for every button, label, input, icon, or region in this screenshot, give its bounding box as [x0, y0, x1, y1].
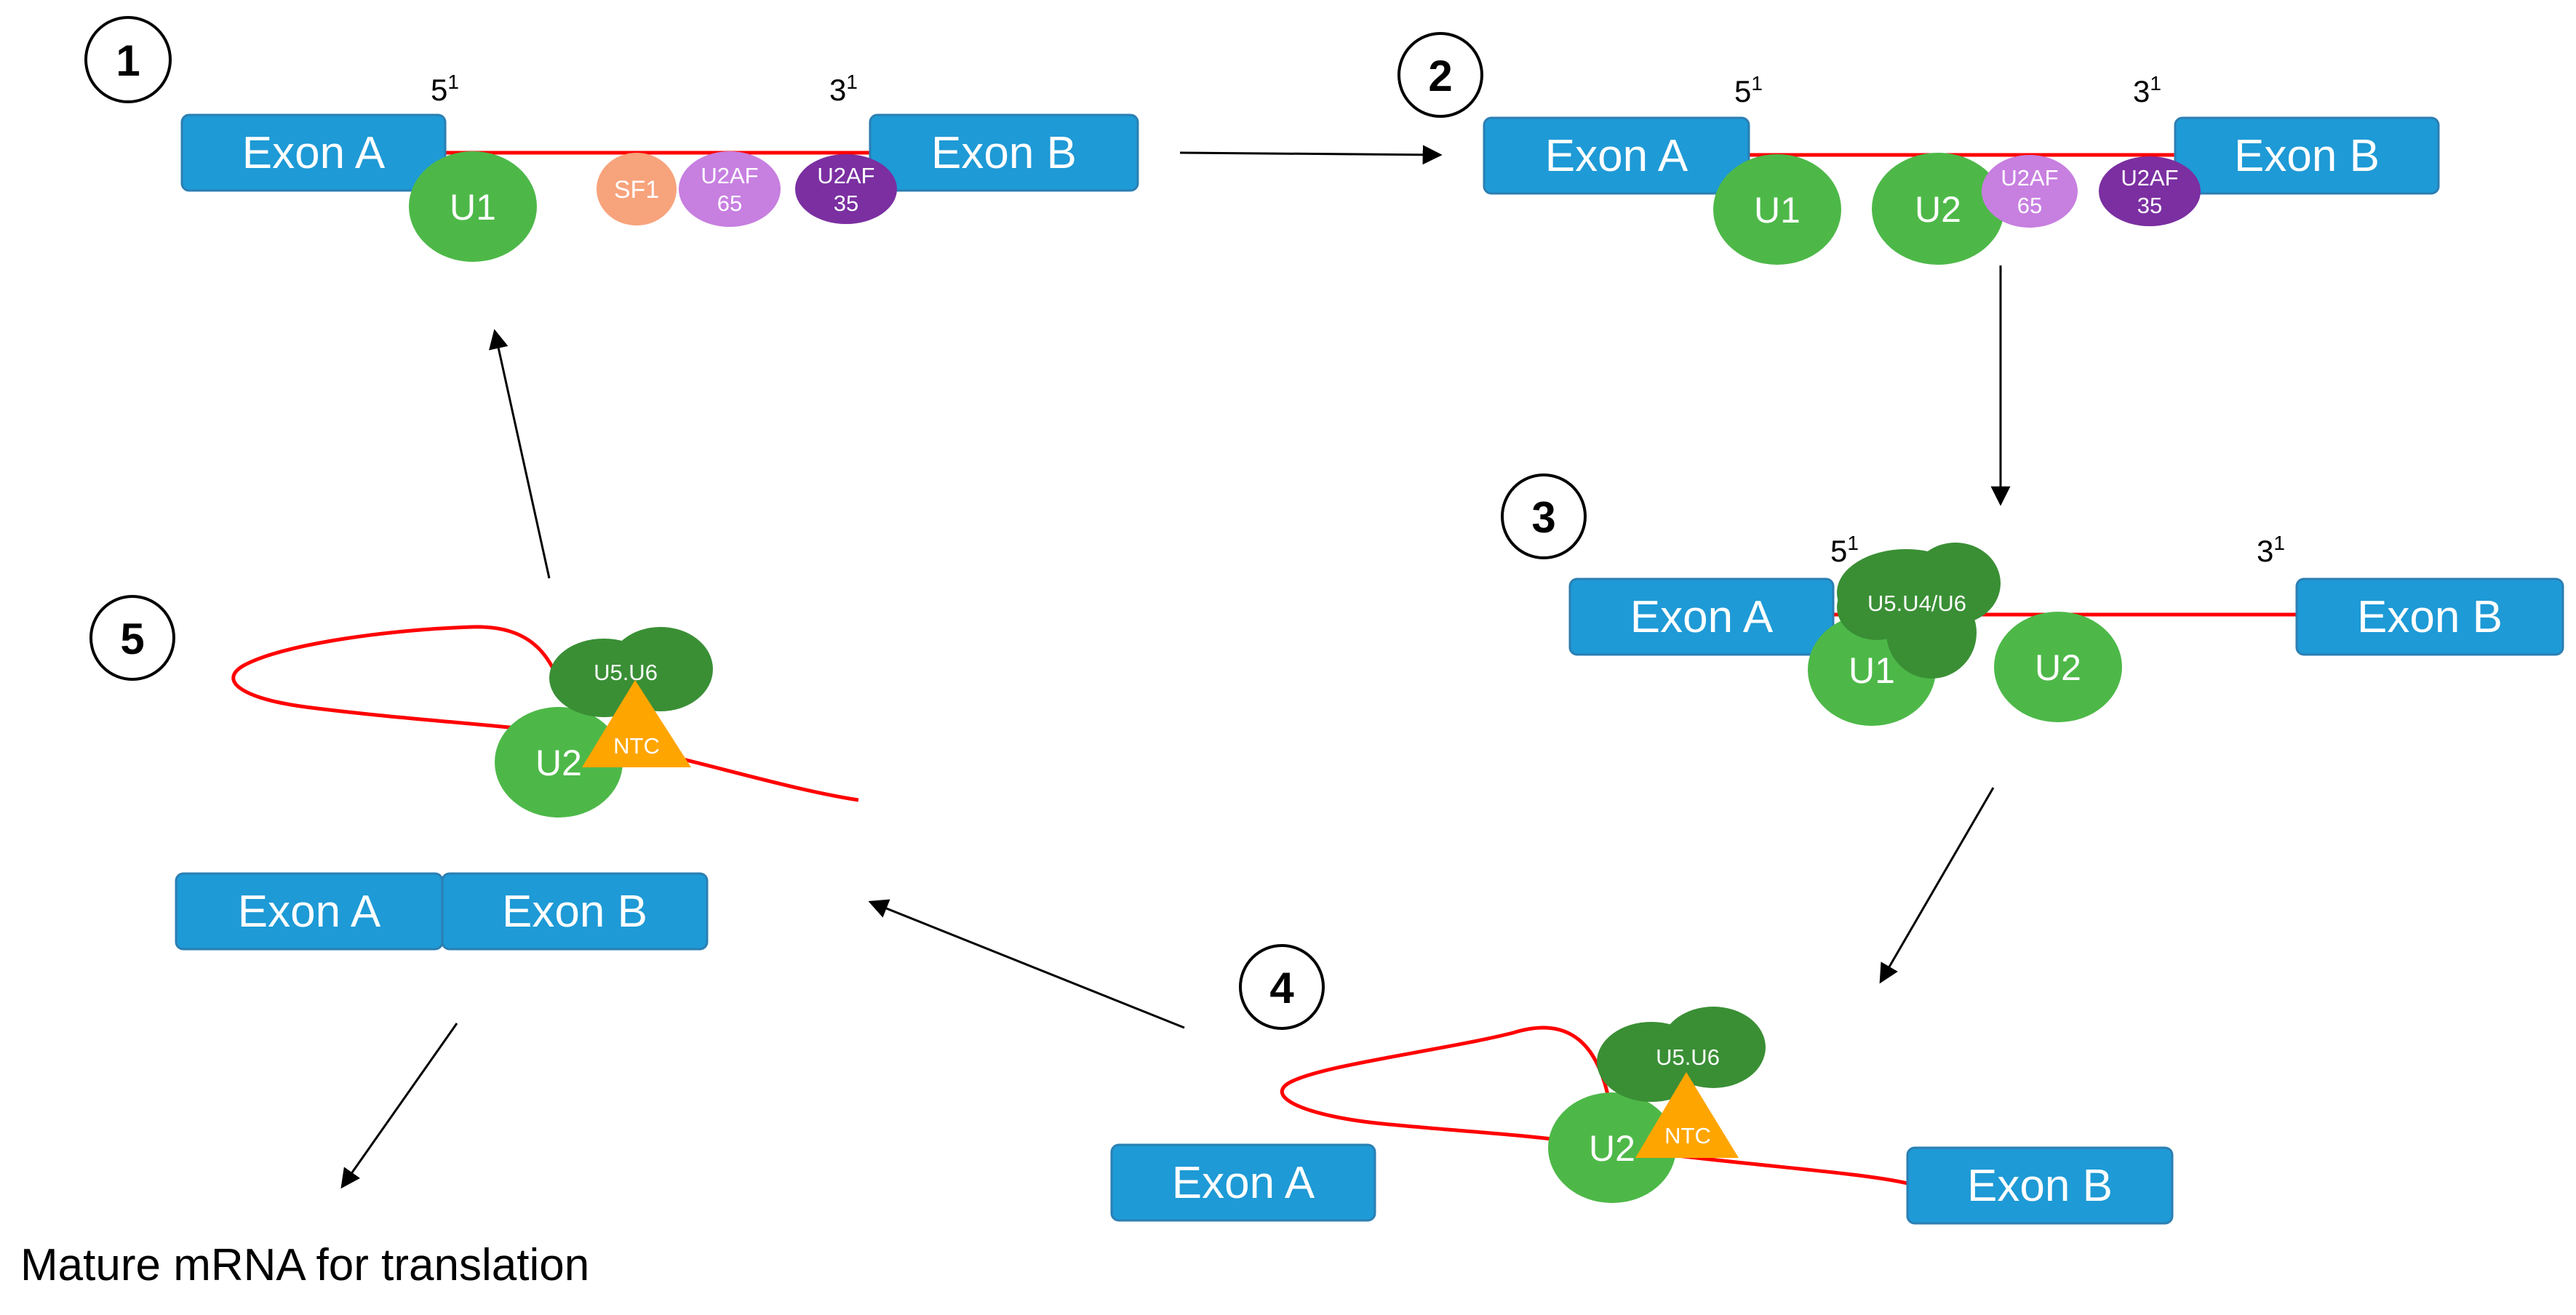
step-5-u5-u6-label: U5.U6 [594, 660, 658, 685]
step-1-exon-b [869, 113, 1139, 192]
step-4-number: 4 [1269, 964, 1294, 1012]
step-5-badge [89, 595, 175, 681]
step-1-u2af35-number: 35 [834, 191, 858, 216]
step-4-ntc-label: NTC [1664, 1123, 1711, 1148]
step-3-badge [1501, 473, 1587, 559]
step-5-ntc-label: NTC [613, 733, 660, 759]
step-1-u1-label: U1 [450, 187, 496, 228]
arrow-step5-to-step1 [489, 329, 551, 579]
step-5-exon-b [441, 872, 709, 951]
step-1-five-prime-label: 51 [431, 71, 459, 107]
step-1-group: 1 51 31 Exon A Exon B U1 SF1 U2AF 65 U2A… [84, 16, 1139, 262]
mature-mrna-caption: Mature mRNA for translation [20, 1240, 589, 1290]
arrow-to-mature-mrna [340, 1023, 458, 1189]
step-2-five-prime-label: 51 [1734, 72, 1763, 108]
step-2-u2-label: U2 [1915, 189, 1961, 230]
step-3-number: 3 [1531, 493, 1555, 542]
step-2-exon-b-label: Exon B [2234, 131, 2380, 181]
step-1-u2af65 [679, 151, 781, 227]
step-1-u1-snrnp [409, 151, 537, 262]
step-4-intron-lariat [1280, 1026, 1908, 1186]
step-2-u1-snrnp [1713, 154, 1841, 265]
step-4-exon-b-label: Exon B [1967, 1161, 2113, 1211]
step-5-u2-label: U2 [535, 743, 582, 783]
step-3-u1-label: U1 [1849, 650, 1895, 691]
arrow-step3-to-step4 [1879, 787, 1995, 984]
step-1-exon-a [180, 113, 447, 192]
step-1-u2af65-number: 65 [717, 191, 742, 216]
step-5-ntc-complex [582, 680, 691, 767]
step-5-group: 5 Exon A Exon B U5.U6 U2 NTC [89, 595, 859, 951]
step-2-group: 2 51 31 Exon A Exon B U1 U2 U2AF 65 U2AF… [1397, 32, 2440, 265]
step-1-exon-a-label: Exon A [242, 128, 386, 178]
step-4-group: 4 Exon A Exon B U5.U6 U2 NTC [1110, 944, 2174, 1225]
step-4-u2-label: U2 [1589, 1128, 1635, 1169]
step-2-badge [1397, 32, 1483, 118]
step-4-exon-a-label: Exon A [1172, 1158, 1315, 1208]
step-4-u2-snrnp [1548, 1092, 1676, 1203]
step-3-u5-u4-u6-complex [1837, 543, 2001, 679]
step-1-number: 1 [116, 36, 140, 85]
arrow-step4-to-step5 [868, 899, 1185, 1029]
step-1-sf1 [597, 153, 677, 225]
step-1-u2af35 [795, 154, 897, 224]
step-4-badge [1239, 944, 1325, 1030]
step-2-exon-a-label: Exon A [1545, 131, 1688, 181]
step-2-number: 2 [1428, 52, 1452, 100]
step-1-exon-b-label: Exon B [931, 128, 1077, 178]
step-3-u2-label: U2 [2035, 647, 2081, 688]
step-5-exon-a-label: Exon A [238, 887, 381, 937]
step-3-exon-b [2295, 577, 2564, 656]
step-3-exon-b-label: Exon B [2357, 592, 2503, 642]
step-2-u2af65-number: 65 [2017, 193, 2042, 218]
step-3-u5-u4-u6-label: U5.U4/U6 [1867, 591, 1966, 616]
step-1-sf1-label: SF1 [614, 176, 659, 204]
step-2-u2af35-number: 35 [2137, 193, 2162, 218]
step-4-u5-u6-label: U5.U6 [1656, 1044, 1720, 1070]
step-3-exon-a-label: Exon A [1630, 592, 1774, 642]
step-3-five-prime-label: 51 [1830, 532, 1859, 568]
step-2-three-prime-label: 31 [2133, 72, 2161, 108]
step-4-u5-u6-complex [1597, 1007, 1766, 1102]
arrow-step1-to-step2 [1179, 145, 1443, 165]
step-1-badge [84, 16, 172, 103]
step-5-u2-snrnp [495, 707, 623, 818]
step-4-exon-b [1906, 1146, 2174, 1225]
step-2-u1-label: U1 [1754, 190, 1801, 231]
step-5-number: 5 [120, 615, 144, 663]
step-2-u2af65-label: U2AF [2001, 165, 2058, 191]
step-3-three-prime-label: 31 [2257, 532, 2285, 568]
step-2-exon-a [1483, 116, 1750, 195]
step-4-exon-a [1110, 1143, 1376, 1222]
step-4-ntc-complex [1635, 1072, 1739, 1158]
step-2-u2af65 [1982, 155, 2078, 228]
step-2-u2af35-label: U2AF [2121, 165, 2178, 191]
step-2-u2-snrnp [1872, 153, 2004, 265]
step-2-exon-b [2174, 116, 2440, 195]
step-1-u2af65-label: U2AF [701, 163, 758, 188]
step-3-exon-a [1568, 577, 1835, 656]
step-3-group: 3 51 31 Exon A Exon B U1 U5.U4/U6 U2 [1501, 473, 2564, 726]
step-5-exon-b-label: Exon B [502, 887, 647, 937]
step-2-u2af35 [2099, 156, 2201, 226]
step-1-three-prime-label: 31 [829, 71, 858, 107]
step-3-u2-snrnp [1994, 612, 2122, 722]
step-1-u2af35-label: U2AF [817, 163, 874, 188]
